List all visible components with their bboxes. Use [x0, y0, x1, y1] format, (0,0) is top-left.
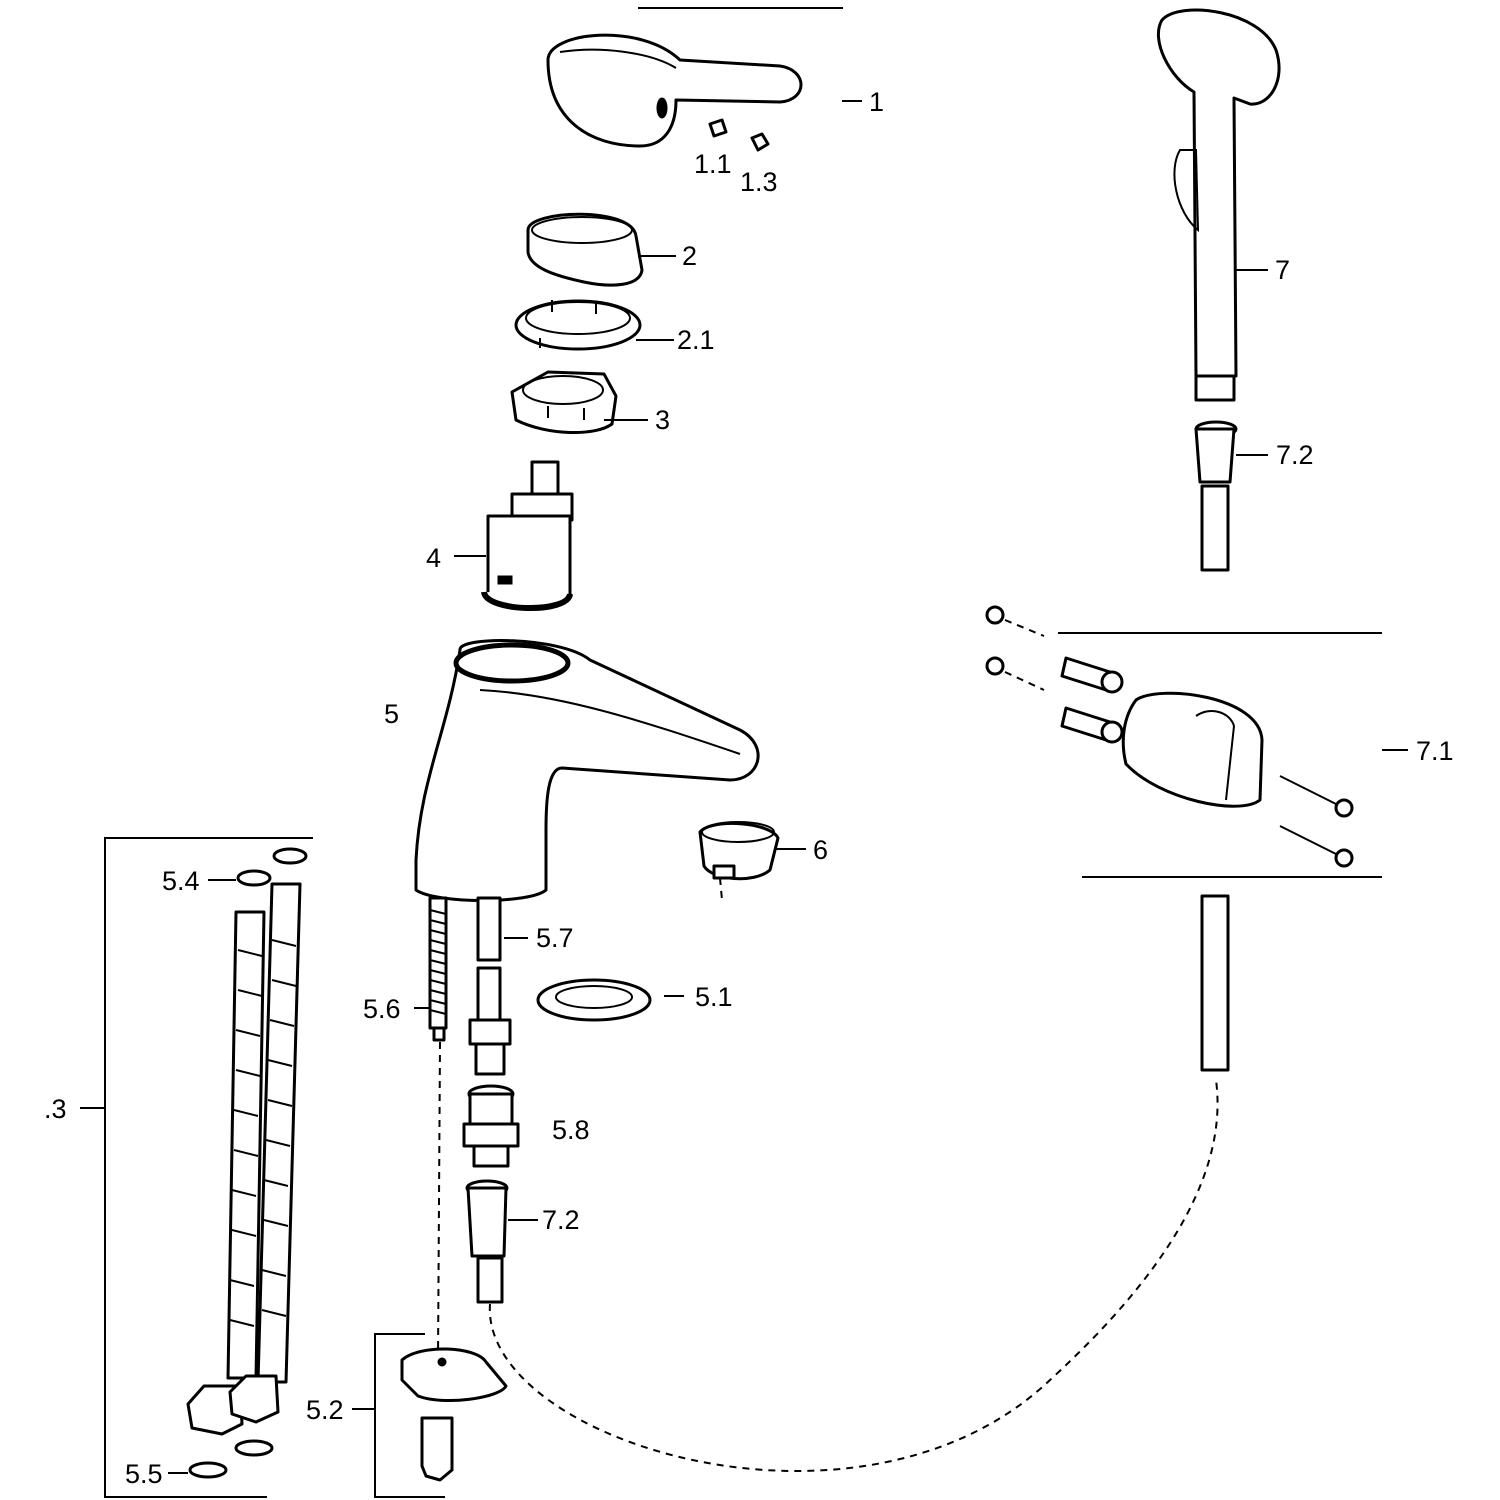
washer-ring — [536, 978, 652, 1022]
callout-3: 3 — [655, 405, 671, 435]
faucet-body — [414, 639, 760, 902]
hose-nut-upper — [1194, 420, 1238, 572]
mounting-plate — [400, 1347, 508, 1482]
callout-5-7: 5.7 — [536, 923, 574, 953]
callout-5-5: 5.5 — [125, 1459, 163, 1489]
callout-7-1: 7.1 — [1416, 736, 1454, 766]
callout-1: 1 — [869, 87, 885, 117]
threaded-stud — [428, 896, 448, 1361]
adapter-nipple — [462, 1084, 520, 1168]
retaining-ring — [514, 299, 642, 351]
hose-nut-lower — [465, 1079, 1219, 1472]
callout-7-2-lower: 7.2 — [542, 1205, 580, 1235]
wall-holder — [985, 605, 1354, 868]
callout-5: 5 — [384, 699, 400, 729]
callout-7-2-upper: 7.2 — [1276, 440, 1314, 470]
callout-5-1: 5.1 — [695, 982, 733, 1012]
leader-lines — [80, 100, 1408, 1474]
callout-7: 7 — [1275, 255, 1291, 285]
callout-5-2: 5.2 — [306, 1395, 344, 1425]
callout-6: 6 — [813, 835, 829, 865]
flexible-hoses — [186, 847, 308, 1479]
locking-nut — [510, 370, 618, 435]
cap-cover — [526, 212, 644, 287]
callout-2: 2 — [682, 241, 698, 271]
callout-4: 4 — [426, 543, 442, 573]
callout-5-3: .3 — [44, 1094, 67, 1124]
callout-5-8: 5.8 — [552, 1115, 590, 1145]
cartridge — [481, 460, 574, 611]
callout-2-1: 2.1 — [677, 325, 715, 355]
hose-segment — [1200, 894, 1230, 1072]
callout-5-4: 5.4 — [162, 866, 200, 896]
hand-shower — [1156, 8, 1281, 402]
callout-5-6: 5.6 — [363, 994, 401, 1024]
lever-handle — [546, 33, 803, 152]
aerator — [698, 821, 780, 901]
connection-tubes — [468, 896, 512, 1076]
callout-1-3: 1.3 — [740, 167, 778, 197]
bracket-lines — [104, 7, 1382, 1498]
callout-1-1: 1.1 — [694, 149, 732, 179]
